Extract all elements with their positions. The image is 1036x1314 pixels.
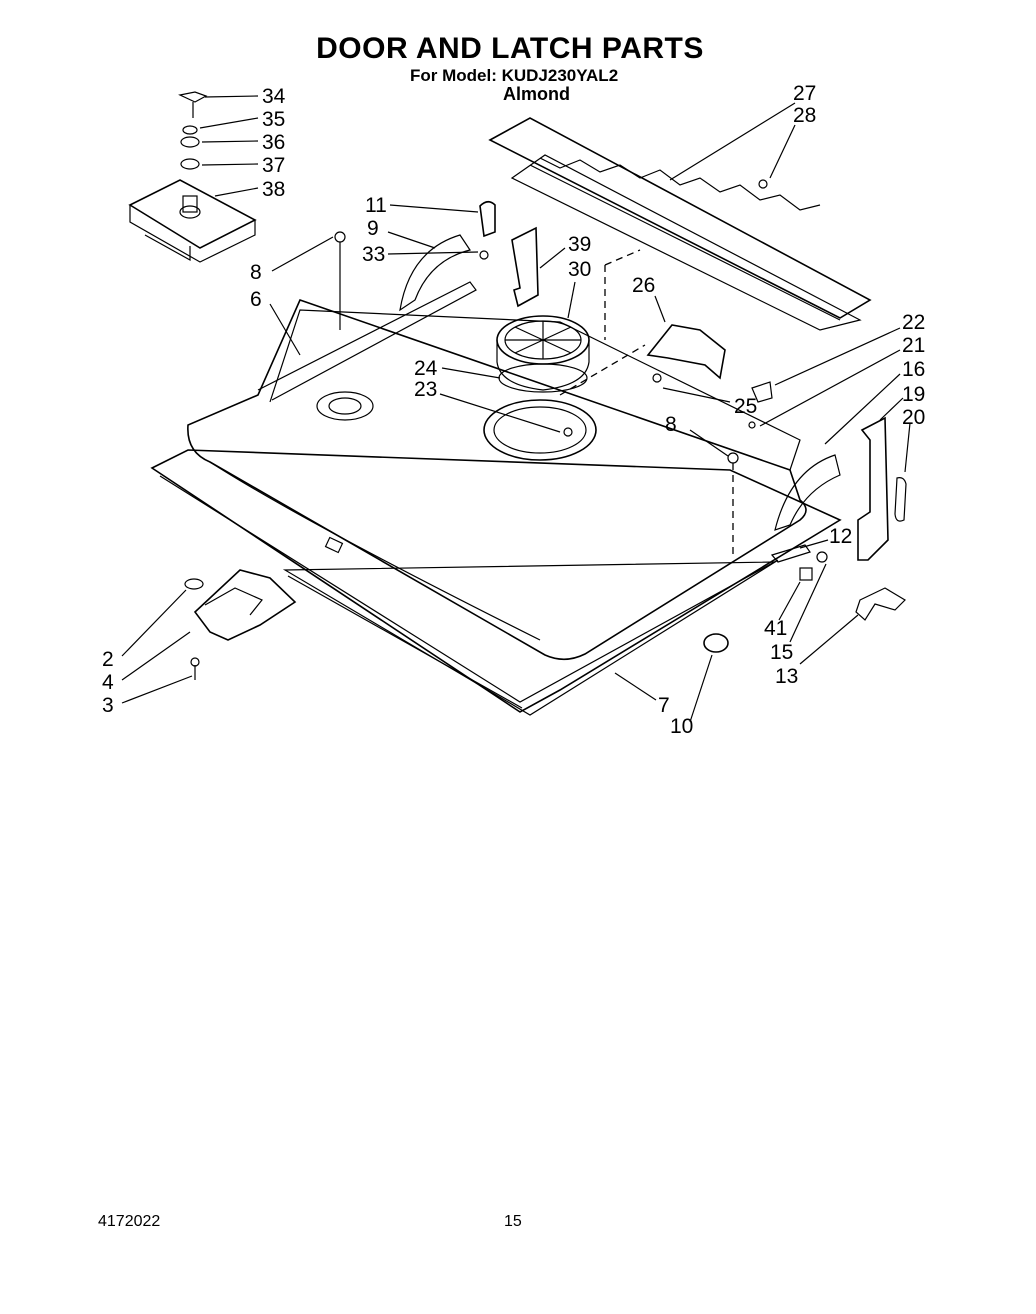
- callout-28: 28: [793, 104, 816, 127]
- document-code: 4172022: [98, 1213, 161, 1230]
- color-line: Almond: [503, 84, 570, 104]
- callout-2: 2: [102, 648, 114, 671]
- callout-22: 22: [902, 311, 925, 334]
- callout-16: 16: [902, 358, 925, 381]
- callout-27: 27: [793, 82, 816, 105]
- callout-33: 33: [362, 243, 385, 266]
- callout-labels: 34 35 36 37 38 27 28 11 9 33 39 30 8 6 2…: [102, 82, 925, 738]
- callout-20: 20: [902, 406, 925, 429]
- page-number: 15: [504, 1213, 522, 1230]
- callout-8-right: 8: [665, 413, 677, 436]
- callout-15: 15: [770, 641, 793, 664]
- callout-12: 12: [829, 525, 852, 548]
- screws-and-knob: [334, 179, 768, 653]
- callout-19: 19: [902, 383, 925, 406]
- latch-parts: [748, 381, 907, 621]
- callout-4: 4: [102, 671, 114, 694]
- callout-7: 7: [658, 694, 670, 717]
- door-outer-panel: [150, 449, 842, 716]
- door-inner-panel: [187, 234, 841, 661]
- callout-3: 3: [102, 694, 114, 717]
- callout-38: 38: [262, 178, 285, 201]
- callout-23: 23: [414, 378, 437, 401]
- wash-arm-assembly: [496, 315, 590, 393]
- callout-9: 9: [367, 217, 379, 240]
- vent-assembly: [128, 91, 257, 263]
- callout-36: 36: [262, 131, 285, 154]
- callout-35: 35: [262, 108, 285, 131]
- callout-11: 11: [365, 194, 387, 217]
- bracket-parts: [479, 200, 726, 380]
- callout-26: 26: [632, 274, 655, 297]
- callout-39: 39: [568, 233, 591, 256]
- callout-6: 6: [250, 288, 262, 311]
- page-title: DOOR AND LATCH PARTS: [316, 32, 704, 65]
- callout-24: 24: [414, 357, 438, 380]
- model-line: For Model: KUDJ230YAL2: [410, 66, 619, 85]
- door-top-trim: [488, 117, 872, 331]
- leader-lines: [121, 95, 911, 723]
- callout-8-left: 8: [250, 261, 262, 284]
- callout-10: 10: [670, 715, 693, 738]
- callout-34: 34: [262, 85, 286, 108]
- hinge-assembly: [184, 569, 297, 680]
- callout-21: 21: [902, 334, 925, 357]
- callout-37: 37: [262, 154, 285, 177]
- callout-25: 25: [734, 395, 757, 418]
- callout-13: 13: [775, 665, 798, 688]
- callout-41: 41: [764, 617, 787, 640]
- callout-30: 30: [568, 258, 591, 281]
